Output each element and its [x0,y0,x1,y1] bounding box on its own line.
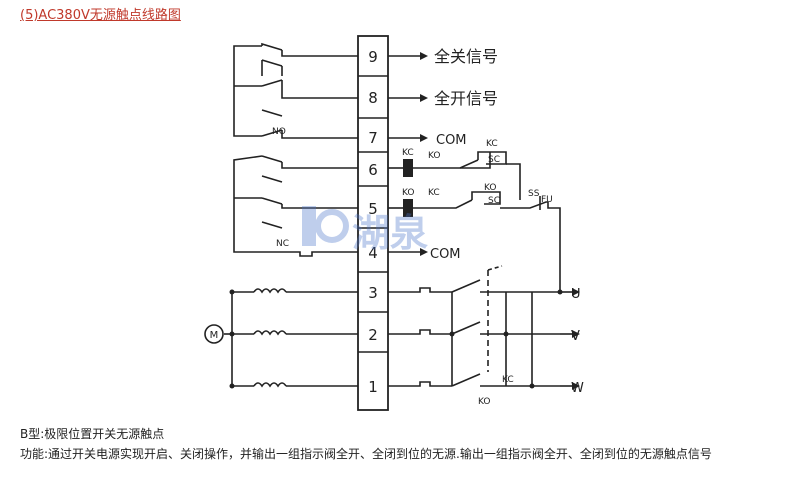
phase-w: W [571,381,584,396]
label-sc-2: SC [488,196,500,206]
terminal-5: 5 [368,200,378,218]
wiring-diagram: M 9 8 7 6 5 4 3 2 1 全关信号 全开信号 COM COM NO… [204,35,584,411]
caption-type: B型:极限位置开关无源触点 [20,427,165,441]
label-kc-power: KC [502,375,514,385]
label-no: NO [272,127,286,137]
label-ko-2: KO [484,183,497,193]
phase-v: V [571,329,580,344]
kc-coil [403,159,413,177]
terminal-3: 3 [368,284,378,302]
label-ss: SS [528,189,540,199]
watermark-logo: 湖泉 [302,206,428,255]
label-fu: FU [541,195,553,205]
terminal-4: 4 [368,244,378,262]
diagram-title[interactable]: (5)AC380V无源触点线路图 [20,8,181,23]
caption-function: 功能:通过开关电源实现开启、关闭操作，并输出一组指示阀全开、全闭到位的无源.输出… [20,447,712,461]
terminal-7: 7 [368,129,378,147]
terminal-1: 1 [368,378,378,396]
ko-coil [403,199,413,217]
terminal-2: 2 [368,326,378,344]
motor-label: M [210,330,219,341]
label-nc: NC [276,239,289,249]
terminal-8: 8 [368,89,378,107]
signal-com-top: COM [436,133,467,148]
label-kc-3: KC [428,188,440,198]
label-sc-1: SC [488,155,500,165]
terminal-9: 9 [368,48,378,66]
label-ko-coil: KO [402,188,415,198]
terminal-6: 6 [368,161,378,179]
signal-open-all: 全开信号 [434,89,498,108]
label-kc-2: KC [486,139,498,149]
label-ko-1: KO [428,151,441,161]
watermark-text: 湖泉 [352,211,428,255]
phase-u: U [571,287,581,302]
terminal-block [357,35,389,411]
signal-close-all: 全关信号 [434,47,498,66]
label-ko-power: KO [478,397,491,407]
signal-com-bottom: COM [430,247,461,262]
motor-icon [204,324,224,344]
label-kc-coil: KC [402,148,414,158]
